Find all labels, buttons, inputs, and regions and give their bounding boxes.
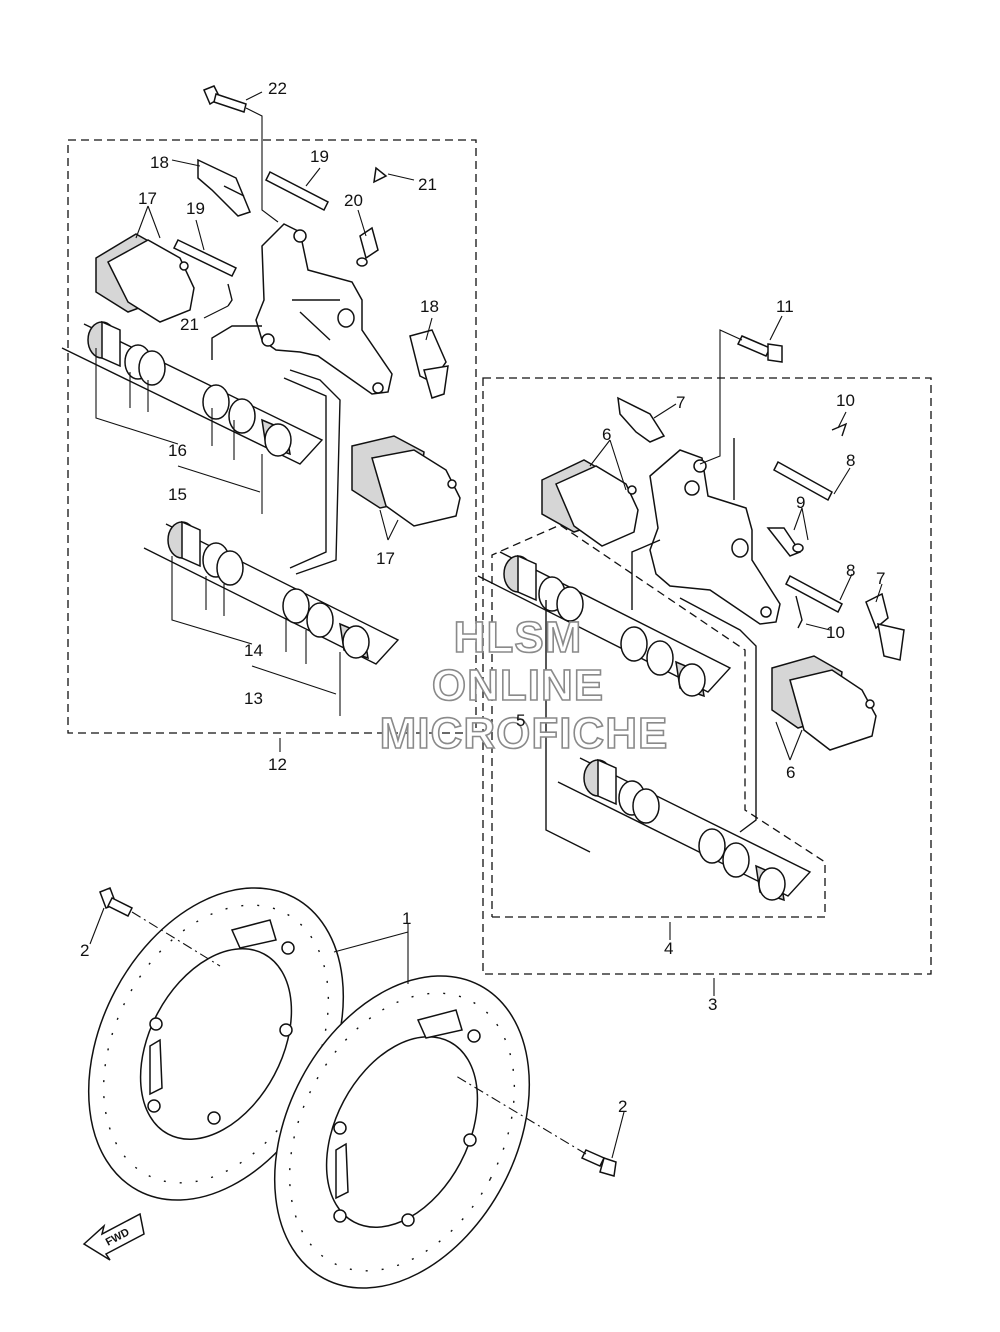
assembly-box-12 <box>67 139 477 734</box>
callout-18-upper: 18 <box>150 153 169 172</box>
callout-18-lower: 18 <box>420 297 439 316</box>
callout-21-upper: 21 <box>418 175 437 194</box>
callout-20: 20 <box>344 191 363 210</box>
bolt-22 <box>203 85 279 223</box>
callout-7-upper: 7 <box>676 393 685 412</box>
pad-spring-18-lower <box>409 329 449 399</box>
brake-disc-left <box>87 887 345 1201</box>
piston-row-13-14 <box>143 520 400 665</box>
callout-6-lower: 6 <box>786 763 795 782</box>
disc-bolt-left <box>99 887 221 967</box>
pad-spring-18-upper <box>197 158 251 217</box>
bolt-11 <box>699 329 783 465</box>
piston-row-5 <box>477 551 732 698</box>
bleed-screw-20 <box>356 226 379 267</box>
assembly-box-3 <box>482 377 932 975</box>
assembly-box-4 <box>491 524 826 918</box>
callout-numbers: 22 18 19 21 17 19 20 18 21 16 15 17 14 1… <box>80 79 885 1116</box>
pad-spring-7-upper <box>617 396 666 443</box>
callout-15: 15 <box>168 485 187 504</box>
piston-row-4 <box>557 757 812 902</box>
callout-19-lower: 19 <box>186 199 205 218</box>
pad-spring-7-lower <box>865 592 905 661</box>
callout-8-upper: 8 <box>846 451 855 470</box>
brake-pads-17-lower <box>351 435 461 527</box>
callout-10-upper: 10 <box>836 391 855 410</box>
fwd-direction-arrow: FWD <box>82 1212 145 1261</box>
callout-8-lower: 8 <box>846 561 855 580</box>
brake-disc-right <box>273 975 531 1289</box>
pin-8-lower <box>785 422 848 629</box>
brake-pads-6-lower <box>771 655 877 751</box>
callout-22: 22 <box>268 79 287 98</box>
callout-11: 11 <box>776 297 794 316</box>
callout-10-lower: 10 <box>826 623 845 642</box>
callout-21-lower: 21 <box>180 315 199 334</box>
disc-bolt-right <box>455 1075 617 1177</box>
callout-1: 1 <box>402 909 411 928</box>
watermark-line-1: HLSM <box>454 613 583 662</box>
callout-5: 5 <box>516 711 525 730</box>
pin-19-upper <box>264 166 388 212</box>
pin-8-upper <box>733 438 833 502</box>
brake-pads-17-upper <box>95 233 195 323</box>
bleed-screw-9 <box>766 527 804 557</box>
callout-4: 4 <box>664 939 673 958</box>
brake-pads-6-upper <box>541 459 639 547</box>
callout-14: 14 <box>244 641 263 660</box>
pin-19-lower <box>172 239 238 307</box>
piston-row-15-16 <box>61 320 324 465</box>
callout-19-upper: 19 <box>310 147 329 166</box>
callout-7-lower: 7 <box>876 569 885 588</box>
callout-6-upper: 6 <box>602 425 611 444</box>
callout-17-lower: 17 <box>376 549 395 568</box>
callout-9: 9 <box>796 493 805 512</box>
callout-13: 13 <box>244 689 263 708</box>
callout-leaders <box>89 91 883 1159</box>
right-caliper-body <box>649 449 781 625</box>
callout-17-upper: 17 <box>138 189 157 208</box>
callout-16: 16 <box>168 441 187 460</box>
callout-2-right: 2 <box>618 1097 627 1116</box>
callout-2-left: 2 <box>80 941 89 960</box>
left-caliper-body <box>255 223 393 395</box>
watermark: HLSM ONLINE MICROFICHE <box>379 612 669 759</box>
callout-12: 12 <box>268 755 287 774</box>
watermark-line-3: MICROFICHE <box>380 709 669 758</box>
watermark-line-2: ONLINE <box>432 661 604 710</box>
callout-3: 3 <box>708 995 717 1014</box>
